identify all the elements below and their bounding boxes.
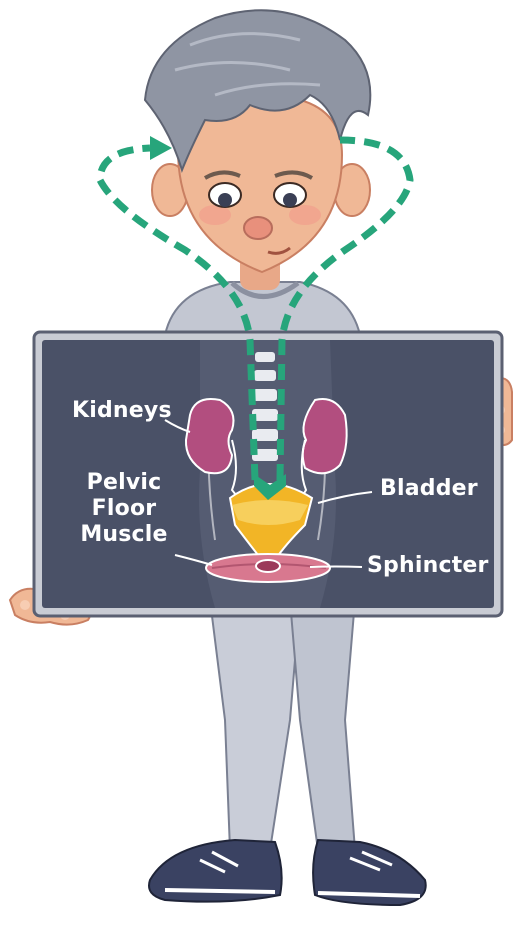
label-kidneys: Kidneys (72, 398, 172, 424)
nose (244, 217, 272, 239)
label-bladder: Bladder (380, 476, 478, 502)
sphincter (256, 560, 280, 572)
label-pelvic-floor-muscle: Pelvic Floor Muscle (78, 470, 170, 548)
label-pelvic-line1: Pelvic (78, 470, 170, 496)
pants (210, 600, 355, 850)
right-shoe (313, 840, 426, 905)
left-shoe (149, 840, 282, 902)
label-sphincter: Sphincter (367, 553, 489, 579)
left-cheek (199, 205, 231, 225)
right-cheek (289, 205, 321, 225)
brain-arrow-head (150, 136, 172, 160)
label-pelvic-line2: Floor (78, 496, 170, 522)
label-pelvic-line3: Muscle (78, 522, 170, 548)
